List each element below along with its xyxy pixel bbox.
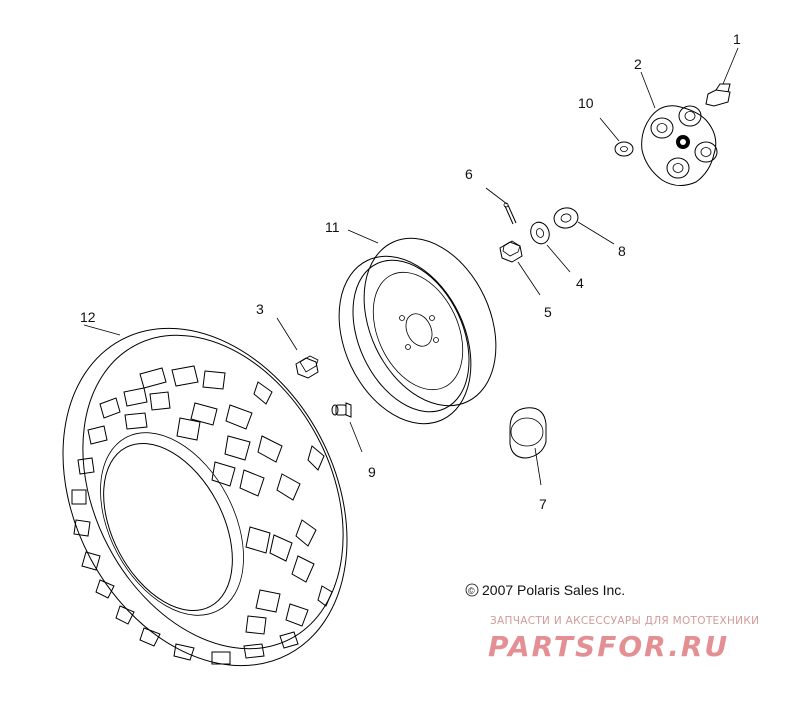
- callout-1: 1: [733, 31, 741, 47]
- hub-cap: [509, 407, 547, 486]
- washer-10: [599, 117, 634, 157]
- valve-stem: [331, 402, 363, 453]
- watermark: ЗАПЧАСТИ И АКСЕССУАРЫ ДЛЯ МОТОТЕХНИКИ PA…: [488, 615, 759, 663]
- callout-10: 10: [578, 95, 594, 111]
- callout-12: 12: [80, 309, 96, 325]
- wheel-hub: [640, 71, 718, 186]
- callout-8: 8: [618, 243, 626, 259]
- tire: [62, 324, 348, 667]
- callout-6: 6: [465, 166, 473, 182]
- cotter-pin: [485, 187, 517, 225]
- callout-7: 7: [539, 496, 547, 512]
- callout-2: 2: [634, 56, 642, 72]
- washer-8: [553, 207, 615, 245]
- copyright-text: 2007 Polaris Sales Inc.: [482, 582, 625, 598]
- callout-5: 5: [544, 304, 552, 320]
- callout-9: 9: [368, 464, 376, 480]
- washer-4: [530, 221, 571, 273]
- watermark-subtitle: ЗАПЧАСТИ И АКСЕССУАРЫ ДЛЯ МОТОТЕХНИКИ: [490, 615, 759, 627]
- hub-bolt: [705, 47, 739, 107]
- callout-3: 3: [256, 301, 264, 317]
- copyright-notice: © 2007 Polaris Sales Inc.: [465, 582, 625, 598]
- copyright-symbol: ©: [468, 586, 475, 596]
- callout-11: 11: [325, 219, 340, 235]
- castle-nut: [499, 240, 541, 296]
- lug-nut: [276, 317, 319, 379]
- watermark-brand: PARTSFOR.RU: [488, 630, 729, 663]
- callout-4: 4: [576, 275, 584, 291]
- wheel-rim: [338, 229, 497, 425]
